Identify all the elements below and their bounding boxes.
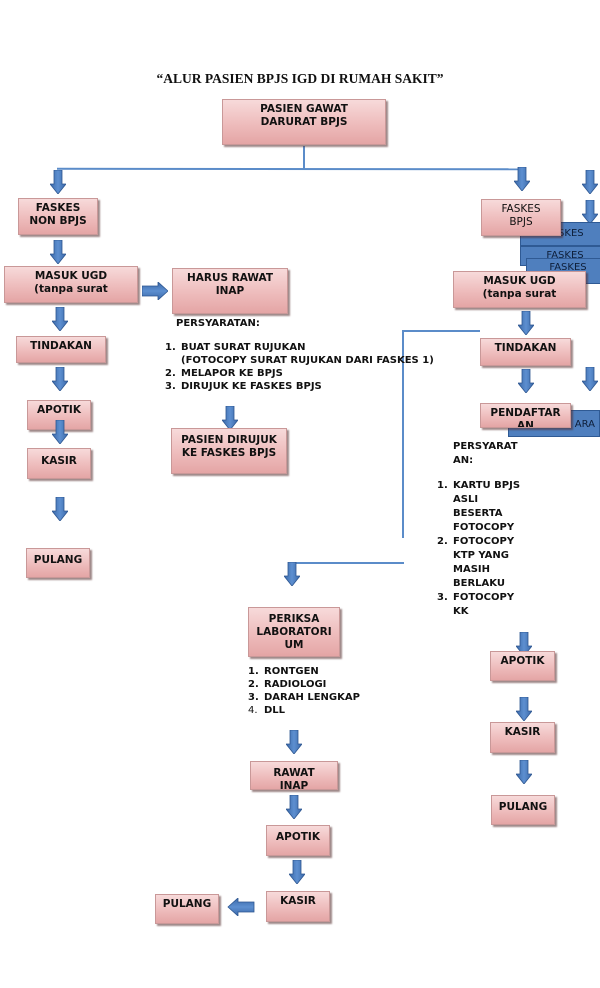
- apotik-label: APOTIK: [276, 831, 320, 843]
- arrow-down-icon: [516, 697, 532, 721]
- periksa-laboratorium-box: PERIKSA LABORATORI UM: [248, 607, 340, 657]
- arrow-down-icon: [286, 795, 302, 819]
- apotik-label: APOTIK: [500, 655, 545, 667]
- apotik-box: APOTIK: [266, 825, 330, 856]
- faskes-bpjs-label: FASKES BPJS: [501, 203, 541, 228]
- masuk-ugd-label: MASUK UGD (tanpa surat: [482, 275, 557, 300]
- arrow-down-icon: [582, 170, 598, 194]
- masuk-ugd-box: MASUK UGD (tanpa surat: [4, 266, 138, 303]
- periksa-laboratorium-label: PERIKSA LABORATORI UM: [256, 613, 332, 651]
- connector-line: [303, 146, 305, 170]
- tindakan-box: TINDAKAN: [480, 338, 571, 366]
- arrow-down-icon: [52, 497, 68, 521]
- masuk-ugd-box: MASUK UGD (tanpa surat: [453, 271, 586, 308]
- persyaratan-item: 1.BUAT SURAT RUJUKAN: [165, 342, 306, 353]
- arrow-down-icon: [50, 170, 66, 194]
- arrow-down-icon: [518, 369, 534, 393]
- persyaratan-item: 2.MELAPOR KE BPJS: [165, 368, 283, 379]
- pulang-label: PULANG: [33, 554, 83, 566]
- kasir-label: KASIR: [504, 726, 541, 738]
- pulang-label: PULANG: [162, 898, 212, 910]
- arrow-down-icon: [518, 311, 534, 335]
- arrow-down-icon: [582, 200, 598, 224]
- arrow-down-icon: [514, 167, 530, 191]
- faskes-non-bpjs-label: FASKES NON BPJS: [29, 202, 87, 227]
- tindakan-label: TINDAKAN: [494, 342, 557, 354]
- persyaratan-list: 1.BUAT SURAT RUJUKAN (FOTOCOPY SURAT RUJ…: [165, 341, 434, 393]
- arrow-down-icon: [286, 730, 302, 754]
- persyaratan-item: 3.DIRUJUK KE FASKES BPJS: [165, 381, 322, 392]
- page-title: “ALUR PASIEN BPJS IGD DI RUMAH SAKIT”: [156, 71, 444, 86]
- rawat-inap-box: RAWAT INAP: [250, 761, 338, 790]
- apotik-label: APOTIK: [37, 404, 81, 416]
- lab-item: 3.DARAH LENGKAP: [248, 692, 360, 703]
- lab-list: 1.RONTGEN 2.RADIOLOGI 3.DARAH LENGKAP 4.…: [248, 665, 360, 717]
- kasir-label: KASIR: [280, 895, 316, 907]
- pasien-dirujuk-box: PASIEN DIRUJUK KE FASKES BPJS: [171, 428, 287, 474]
- connector-line: [403, 330, 480, 332]
- tindakan-box: TINDAKAN: [16, 336, 106, 363]
- arrow-down-icon: [284, 562, 300, 586]
- arrow-down-icon: [516, 760, 532, 784]
- lab-item: 4.DLL: [248, 705, 286, 716]
- arrow-down-icon: [582, 367, 598, 391]
- pulang-box: PULANG: [155, 894, 219, 924]
- lab-item: 1.RONTGEN: [248, 666, 319, 677]
- arrow-down-icon: [289, 860, 305, 884]
- kasir-label: KASIR: [41, 455, 77, 467]
- connector-line: [57, 167, 520, 171]
- pendaftaran-label: PENDAFTAR AN: [490, 407, 561, 428]
- pulang-box: PULANG: [26, 548, 90, 578]
- arrow-down-icon: [52, 307, 68, 331]
- connector-line: [295, 562, 404, 564]
- masuk-ugd-label: MASUK UGD (tanpa surat: [34, 270, 108, 295]
- arrow-down-icon: [50, 240, 66, 264]
- pasien-dirujuk-label: PASIEN DIRUJUK KE FASKES BPJS: [181, 434, 277, 459]
- tindakan-label: TINDAKAN: [30, 340, 92, 352]
- harus-rawat-inap-label: HARUS RAWAT INAP: [186, 272, 274, 297]
- kasir-box: KASIR: [266, 891, 330, 922]
- persyaratan-item: (FOTOCOPY SURAT RUJUKAN DARI FASKES 1): [181, 355, 434, 366]
- pendaftaran-box: PENDAFTAR AN: [480, 403, 571, 428]
- arrow-down-icon: [52, 420, 68, 444]
- apotik-box: APOTIK: [490, 651, 555, 681]
- persyaratan-label: PERSYARATAN:: [176, 318, 260, 329]
- pasien-gawat-darurat-label: PASIEN GAWAT DARURAT BPJS: [260, 103, 348, 128]
- lab-item: 2.RADIOLOGI: [248, 679, 327, 690]
- connector-line: [402, 330, 404, 538]
- arrow-left-icon: [224, 898, 258, 916]
- rawat-inap-label: RAWAT INAP: [273, 767, 315, 790]
- persyaratan-label: PERSYARAT AN:: [453, 441, 518, 466]
- arrow-down-icon: [52, 367, 68, 391]
- arrow-down-icon: [222, 406, 238, 430]
- kasir-box: KASIR: [490, 722, 555, 753]
- pulang-box: PULANG: [491, 795, 555, 825]
- faskes-non-bpjs-box: FASKES NON BPJS: [18, 198, 98, 235]
- pulang-label: PULANG: [498, 801, 548, 813]
- pasien-gawat-darurat-box: PASIEN GAWAT DARURAT BPJS: [222, 99, 386, 145]
- kasir-box: KASIR: [27, 448, 91, 479]
- arrow-right-icon: [142, 282, 168, 300]
- harus-rawat-inap-box: HARUS RAWAT INAP: [172, 268, 288, 314]
- faskes-bpjs-box: FASKES BPJS: [481, 199, 561, 236]
